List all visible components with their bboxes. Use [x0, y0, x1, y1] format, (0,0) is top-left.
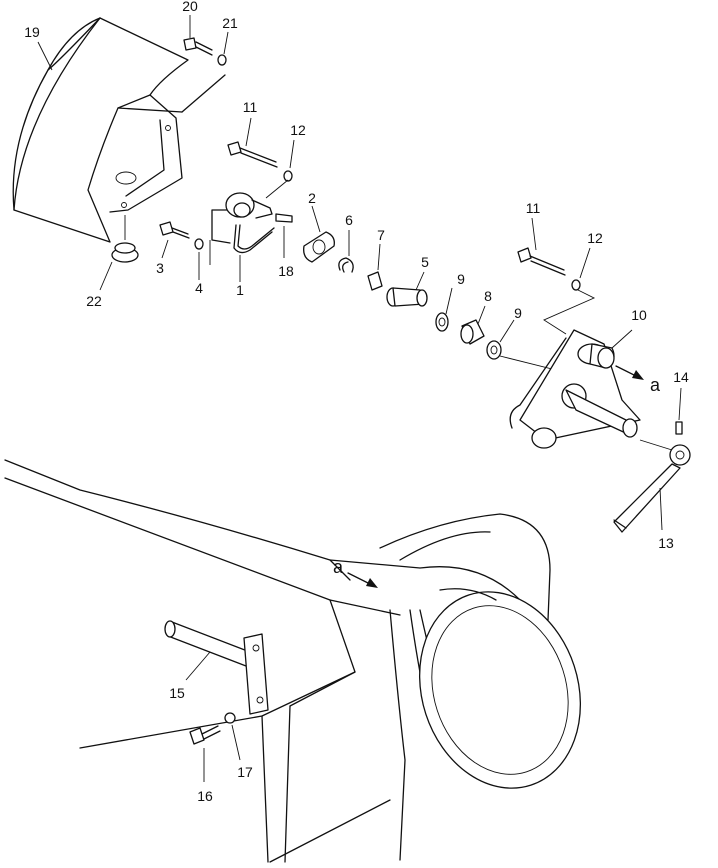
grommet-part-22	[99, 215, 139, 291]
callout-2: 2	[308, 190, 316, 206]
cover-part-19	[12, 17, 226, 243]
pin-part-15	[164, 620, 269, 715]
direction-arrow-a-right	[615, 365, 644, 380]
callout-3: 3	[156, 260, 164, 276]
lever-part-10	[509, 329, 641, 449]
callout-12-left: 12	[290, 122, 306, 138]
callout-8: 8	[484, 288, 492, 304]
bolt-part-16	[189, 725, 221, 782]
callout-1: 1	[236, 282, 244, 298]
callout-11-right: 11	[526, 200, 541, 216]
callout-10: 10	[631, 307, 647, 323]
shaft-part-5	[386, 271, 428, 307]
washer-part-4	[194, 238, 204, 280]
callout-15: 15	[169, 685, 185, 701]
washer-part-17	[224, 712, 241, 761]
callout-13: 13	[658, 535, 674, 551]
callout-18: 18	[278, 263, 294, 279]
callout-6: 6	[345, 212, 353, 228]
callout-4: 4	[195, 280, 203, 296]
callout-12-right: 12	[587, 230, 603, 246]
callout-9-lower: 9	[514, 305, 522, 321]
bolt-part-3	[159, 221, 190, 259]
washer-part-21	[217, 31, 229, 66]
cylinder-housing	[379, 513, 582, 861]
switch-bracket-part-1	[209, 192, 275, 282]
seal-part-9-upper	[435, 287, 453, 332]
machine-frame	[4, 459, 521, 863]
leader-line	[543, 289, 596, 335]
direction-arrow-a-lower	[347, 572, 378, 588]
bolt-part-11-left	[227, 117, 278, 168]
leader-line	[265, 179, 289, 199]
callout-9-upper: 9	[457, 271, 465, 287]
callout-19: 19	[24, 24, 40, 40]
callout-20: 20	[182, 0, 198, 14]
leader-line	[37, 41, 53, 71]
pin-part-18	[275, 213, 293, 258]
gasket-part-2	[303, 205, 335, 263]
callout-16: 16	[197, 788, 213, 804]
callout-5: 5	[421, 254, 429, 270]
washer-part-12-right	[571, 247, 591, 291]
bolt-part-20	[183, 15, 213, 56]
callout-17: 17	[237, 764, 253, 780]
callout-14: 14	[673, 369, 689, 385]
callout-7: 7	[377, 227, 385, 243]
rod-end-part-13	[613, 439, 691, 533]
washer-part-12-left	[283, 139, 295, 182]
reference-mark-a-right: a	[650, 375, 661, 395]
callout-22: 22	[86, 293, 102, 309]
bolt-part-11-right	[517, 217, 566, 276]
callout-11-left: 11	[243, 99, 258, 115]
seal-part-9-lower	[486, 319, 515, 360]
bushing-part-8	[460, 305, 486, 345]
pin-part-14	[675, 387, 683, 435]
reference-mark-a-lower: a	[333, 557, 344, 577]
snap-ring-part-6	[338, 230, 354, 273]
key-part-7	[367, 243, 383, 291]
callout-21: 21	[222, 15, 238, 31]
